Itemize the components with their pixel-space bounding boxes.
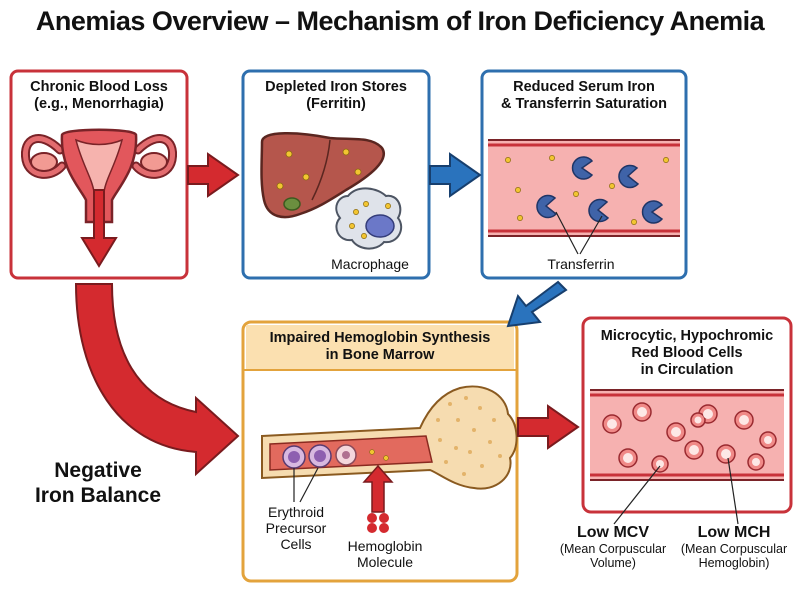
serum-iron-heading-line-2: & Transferrin Saturation: [501, 96, 667, 112]
liver-icon: [260, 131, 385, 219]
erythroid-label-line-1: Erythroid: [267, 504, 325, 520]
iron-stores-heading: Depleted Iron Stores (Ferritin): [243, 79, 429, 113]
rbc-heading-line-2: Red Blood Cells: [631, 345, 743, 361]
hemoglobin-synthesis-heading-line-1: Impaired Hemoglobin Synthesis: [269, 330, 491, 346]
low-mch-desc-line-2: Hemoglobin): [698, 556, 770, 570]
page-title: Anemias Overview – Mechanism of Iron Def…: [35, 6, 765, 36]
hemoglobin-synthesis-heading: Impaired Hemoglobin Synthesis in Bone Ma…: [246, 330, 514, 364]
arrow-negative-balance: [74, 283, 240, 477]
negative-balance-line-2: Iron Balance: [34, 484, 162, 507]
low-mcv-desc-line-1: (Mean Corpuscular: [559, 542, 667, 556]
low-mch-block: Low MCH (Mean Corpuscular Hemoglobin): [672, 524, 796, 570]
blood-loss-heading-line-1: Chronic Blood Loss: [30, 79, 168, 95]
erythroid-label-line-2: Precursor: [265, 520, 327, 536]
low-mch-desc-line-1: (Mean Corpuscular: [680, 542, 788, 556]
hemoglobin-molecule-label: Hemoglobin Molecule: [340, 538, 430, 570]
negative-iron-balance-label: Negative Iron Balance: [18, 458, 178, 508]
transferrin-label: Transferrin: [547, 256, 615, 272]
low-mcv-desc-line-2: Volume): [590, 556, 636, 570]
hemoglobin-synthesis-heading-line-2: in Bone Marrow: [325, 347, 435, 363]
vessel-rbc-icon: [590, 389, 784, 525]
erythroid-label-line-3: Cells: [280, 536, 312, 552]
arrow-bloodloss-to-ironstores: [187, 152, 240, 198]
box-hemoglobin-header: [246, 325, 514, 370]
uterus-icon: [20, 128, 178, 268]
rbc-heading-line-3: in Circulation: [640, 362, 734, 378]
rbc-heading: Microcytic, Hypochromic Red Blood Cells …: [583, 328, 791, 379]
bone-icon: [261, 385, 518, 533]
low-mcv-label: Low MCV: [577, 524, 649, 541]
arrow-serum-to-hemoglobin: [506, 280, 568, 328]
blood-loss-heading-line-2: (e.g., Menorrhagia): [34, 96, 164, 112]
erythroid-precursor-label: Erythroid Precursor Cells: [254, 504, 338, 552]
macrophage-label: Macrophage: [331, 256, 409, 272]
hemoglobin-label-line-1: Hemoglobin: [347, 538, 423, 554]
rbc-heading-line-1: Microcytic, Hypochromic: [600, 328, 774, 344]
hemoglobin-label-line-2: Molecule: [356, 554, 414, 570]
iron-stores-heading-line-2: (Ferritin): [306, 96, 366, 112]
low-mch-label: Low MCH: [697, 524, 771, 541]
arrow-ironstores-to-serum: [429, 152, 482, 198]
blood-loss-heading: Chronic Blood Loss (e.g., Menorrhagia): [11, 79, 187, 113]
serum-iron-heading-line-1: Reduced Serum Iron: [513, 79, 655, 95]
vessel-serum-icon: [488, 139, 680, 255]
low-mcv-block: Low MCV (Mean Corpuscular Volume): [548, 524, 678, 570]
macrophage-icon: [335, 187, 403, 250]
negative-balance-line-1: Negative: [54, 459, 142, 482]
arrow-hemoglobin-to-rbc: [517, 404, 580, 450]
iron-stores-heading-line-1: Depleted Iron Stores: [265, 79, 407, 95]
hemoglobin-molecule-icon: [367, 513, 389, 533]
serum-iron-heading: Reduced Serum Iron & Transferrin Saturat…: [482, 79, 686, 113]
